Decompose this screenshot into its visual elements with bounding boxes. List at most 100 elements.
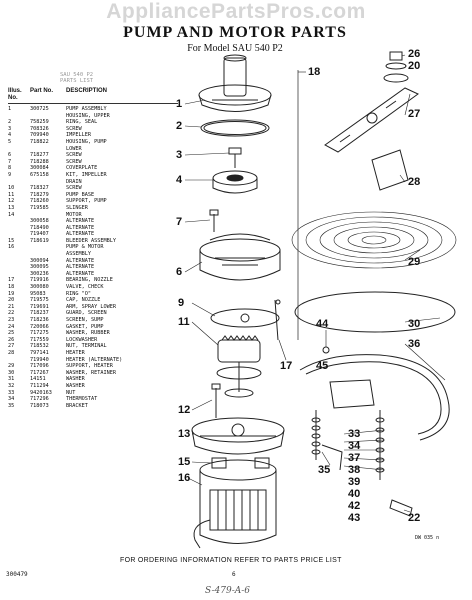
part-no-cell: 718277 (30, 152, 49, 159)
page-marker: 6 (232, 571, 236, 578)
description-cell: ALTERNATE (66, 231, 95, 238)
description-cell: HOUSING, PUMP (66, 138, 107, 145)
callout-35: 35 (318, 464, 331, 476)
ordering-note: FOR ORDERING INFORMATION REFER TO PARTS … (120, 557, 342, 564)
illus-no-cell: 5 (8, 138, 12, 145)
callout-38: 38 (348, 464, 361, 476)
part-no-cell: 708326 (30, 125, 49, 132)
part-no-cell: 711294 (30, 382, 49, 389)
table-row: 300236 ALTERNATE (8, 271, 178, 278)
table-row: HOUSING, UPPER (8, 113, 178, 120)
description-cell: SCREW (66, 125, 82, 132)
illus-no-cell: 22 (8, 310, 15, 317)
illus-no-cell: 10 (8, 185, 15, 192)
illus-no-cell: 31 (8, 376, 15, 383)
table-header: Illus. No. Part No. DESCRIPTION (8, 88, 178, 104)
illus-no-cell: 4 (8, 132, 12, 139)
callout-12: 12 (178, 404, 191, 416)
callout-2: 2 (176, 120, 183, 132)
table-row: DRAIN (8, 179, 178, 186)
callout-28: 28 (408, 176, 421, 188)
part-no-cell: 719585 (30, 204, 49, 211)
callout-9: 9 (178, 297, 185, 309)
description-cell: VALVE, CHECK (66, 284, 104, 291)
part-no-cell: 14151 (30, 376, 46, 383)
part-no-cell: 718619 (30, 237, 49, 244)
description-cell: NUT (66, 389, 76, 396)
heater-support (329, 379, 375, 409)
part-no-cell: 718279 (30, 191, 49, 198)
callout-39: 39 (348, 476, 361, 488)
table-row: 33 9420163 NUT (8, 390, 178, 397)
illus-no-cell: 7 (8, 158, 12, 165)
illus-no-cell: 1 (8, 106, 12, 112)
description-cell: SCREEN, SUMP (66, 317, 104, 323)
stamp-line: SAU 540 P2 (60, 72, 94, 78)
callout-43: 43 (348, 512, 361, 524)
part-no-cell: 300236 (30, 270, 49, 277)
seal-ring (200, 119, 270, 137)
description-cell: WASHER (66, 376, 85, 383)
illus-no-cell: 15 (8, 237, 15, 244)
nozzle-bracket (371, 149, 409, 191)
illus-no-cell: 25 (8, 330, 15, 337)
illus-no-cell: 17 (8, 277, 15, 284)
illus-no-cell: 30 (8, 369, 15, 376)
pump-gasket (294, 291, 456, 333)
illus-no-cell: 34 (8, 396, 15, 403)
callout-33: 33 (348, 428, 361, 440)
pump-base (216, 335, 262, 398)
description-cell: ARM, SPRAY LOWER (66, 303, 116, 310)
illus-no-cell: 23 (8, 317, 15, 323)
description-cell: THERMOSTAT (66, 396, 98, 403)
part-no-cell: 720066 (30, 323, 49, 330)
stamp-line: PARTS LIST (60, 78, 94, 84)
part-no-cell: 718822 (30, 138, 49, 145)
description-cell: WASHER, RETAINER (66, 369, 116, 376)
table-row: 23 718236 SCREEN, SUMP (8, 317, 178, 324)
description-cell: SCREW (66, 185, 82, 192)
description-cell: NUT, TERMINAL (66, 343, 107, 350)
illus-no-cell: 8 (8, 165, 12, 172)
description-cell: PUMP ASSEMBLY (66, 106, 107, 112)
callout-45: 45 (316, 360, 329, 372)
part-no-cell: 9420163 (30, 389, 52, 396)
col-illus-no: Illus. No. (8, 88, 22, 101)
illus-no-cell: 21 (8, 303, 15, 310)
callout-44: 44 (316, 318, 329, 330)
illus-no-cell: 19 (8, 290, 15, 297)
illus-no-cell: 24 (8, 323, 15, 330)
part-no-cell: 718260 (30, 198, 49, 205)
callout-15: 15 (178, 456, 191, 468)
callout-29: 29 (408, 256, 421, 268)
description-cell: PUMP & MOTOR (66, 244, 104, 251)
part-no-cell: 719407 (30, 231, 49, 238)
document-code: 300479 (6, 571, 28, 578)
part-no-cell: 718236 (30, 317, 49, 323)
callout-11: 11 (178, 316, 190, 328)
description-cell: ALTERNATE (66, 224, 95, 231)
description-cell: SUPPORT, HEATER (66, 363, 113, 370)
description-cell: HEATER (66, 349, 85, 356)
description-cell: ALTERNATE (66, 257, 95, 264)
part-no-cell: 709940 (30, 132, 49, 139)
illus-no-cell: 33 (8, 389, 15, 396)
callout-6: 6 (176, 266, 183, 278)
description-cell: ALTERNATE (66, 270, 95, 277)
description-cell: DRAIN (66, 178, 82, 185)
